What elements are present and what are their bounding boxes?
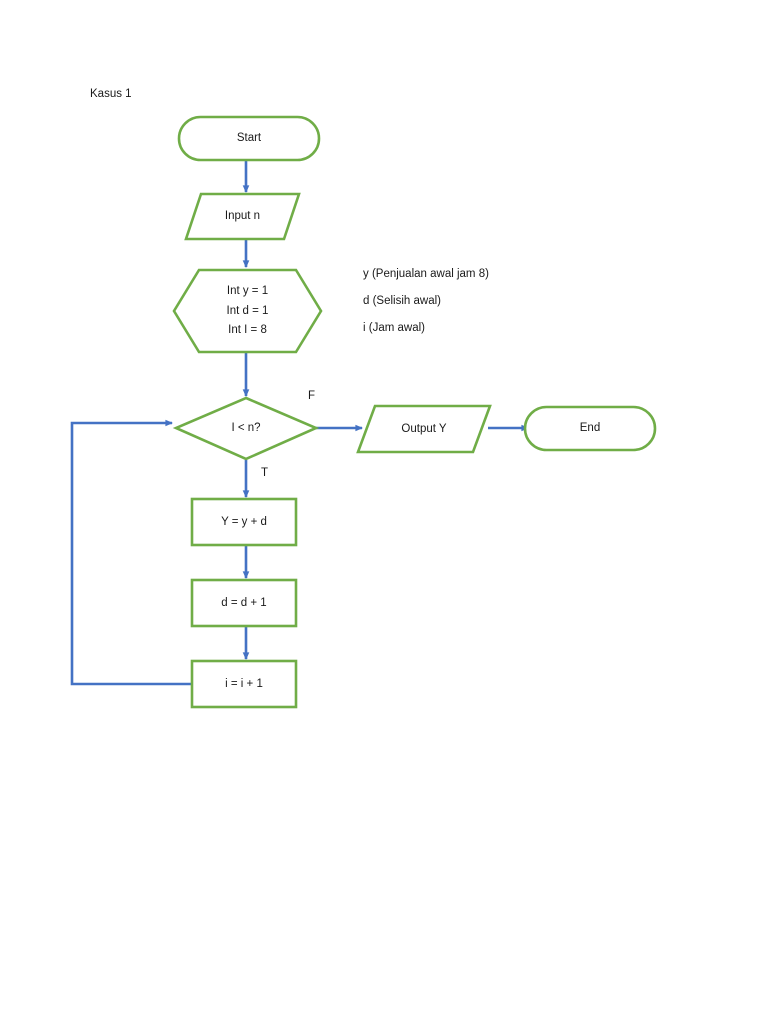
node-output-y[interactable]	[356, 404, 492, 454]
node-decision[interactable]	[172, 396, 320, 461]
node-end[interactable]	[523, 405, 657, 452]
connector-loopback-to-decision	[70, 419, 192, 686]
page-title: Kasus 1	[90, 88, 132, 100]
branch-label-false: F	[308, 390, 316, 402]
branch-label-true: T	[261, 467, 269, 479]
node-input-n[interactable]	[184, 192, 301, 241]
node-calc-i[interactable]	[190, 659, 298, 709]
node-calc-y[interactable]	[190, 497, 298, 547]
node-calc-d[interactable]	[190, 578, 298, 628]
connector-group	[242, 160, 530, 661]
legend-item-d: d (Selisih awal)	[363, 295, 441, 307]
node-init[interactable]	[172, 268, 323, 354]
legend-item-i: i (Jam awal)	[363, 322, 425, 334]
legend-item-y: y (Penjualan awal jam 8)	[363, 268, 489, 280]
node-start[interactable]	[177, 115, 321, 162]
